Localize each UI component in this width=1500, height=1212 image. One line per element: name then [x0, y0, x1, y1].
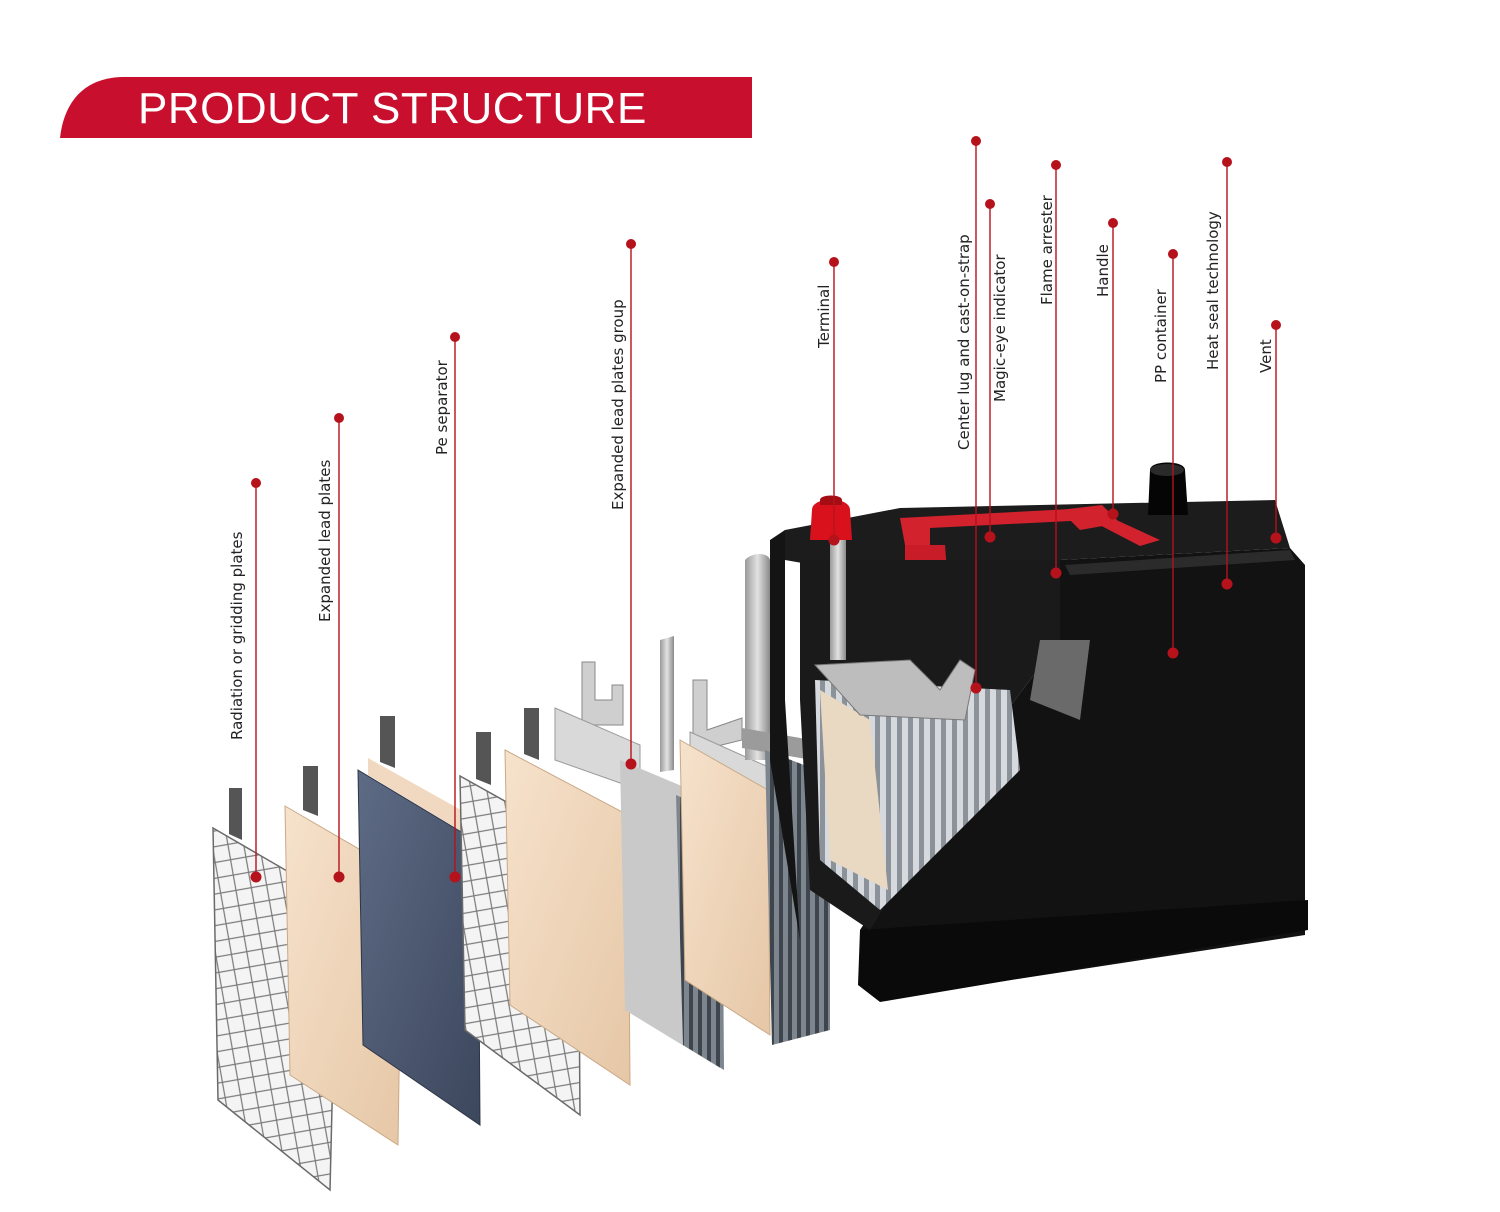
callout-dot-expanded-lead-plates-top — [334, 413, 344, 423]
callout-dot-vent-top — [1271, 320, 1281, 330]
callout-dot-terminal-top — [829, 257, 839, 267]
banner-title: PRODUCT STRUCTURE — [138, 84, 647, 133]
callout-label-flame-arrester: Flame arrester — [1038, 194, 1056, 305]
callout-dot-magic-eye-indicator-top — [985, 199, 995, 209]
battery-case — [770, 462, 1308, 1002]
callout-dot-expanded-lead-plates-target — [333, 871, 345, 883]
callout-label-expanded-lead-plates: Expanded lead plates — [316, 460, 334, 622]
callout-label-terminal: Terminal — [815, 285, 833, 349]
callout-dot-vent-target — [1270, 532, 1282, 544]
callout-label-magic-eye-indicator: Magic-eye indicator — [991, 254, 1009, 402]
callout-dot-magic-eye-indicator-target — [984, 531, 996, 543]
pe-separator-plate — [357, 716, 481, 1126]
callout-label-radiation-plates: Radiation or gridding plates — [228, 531, 246, 740]
callout-dot-handle-top — [1108, 218, 1118, 228]
callout-dot-center-lug-target — [970, 682, 982, 694]
callout-label-heat-seal-technology: Heat seal technology — [1204, 211, 1222, 370]
callout-dot-heat-seal-technology-target — [1221, 578, 1233, 590]
callout-labels: Radiation or gridding plates Expanded lea… — [228, 194, 1275, 740]
callout-dot-center-lug-top — [971, 136, 981, 146]
callout-dot-pp-container-top — [1168, 249, 1178, 259]
callout-dot-pp-container-target — [1167, 647, 1179, 659]
callout-dot-radiation-plates-target — [250, 871, 262, 883]
callout-markers — [250, 136, 1282, 883]
callout-dot-flame-arrester-top — [1051, 160, 1061, 170]
callout-label-pe-separator: Pe separator — [433, 359, 451, 455]
callout-dot-terminal-target — [828, 534, 840, 546]
callout-dot-pe-separator-target — [449, 871, 461, 883]
callout-label-center-lug: Center lug and cast-on-strap — [955, 234, 973, 450]
callout-dot-expanded-lead-plates-group-target — [625, 758, 637, 770]
callout-label-expanded-lead-plates-group: Expanded lead plates group — [609, 299, 627, 510]
tan-plate — [504, 708, 631, 1086]
callout-label-vent: Vent — [1257, 339, 1275, 373]
callout-dot-heat-seal-technology-top — [1222, 157, 1232, 167]
callout-dot-radiation-plates-top — [251, 478, 261, 488]
callout-dot-handle-target — [1107, 508, 1119, 520]
title-banner — [60, 77, 752, 138]
callout-dot-flame-arrester-target — [1050, 567, 1062, 579]
callout-label-pp-container: PP container — [1152, 288, 1170, 383]
callout-label-handle: Handle — [1094, 244, 1112, 297]
callout-dot-expanded-lead-plates-group-top — [626, 239, 636, 249]
callout-dot-pe-separator-top — [450, 332, 460, 342]
